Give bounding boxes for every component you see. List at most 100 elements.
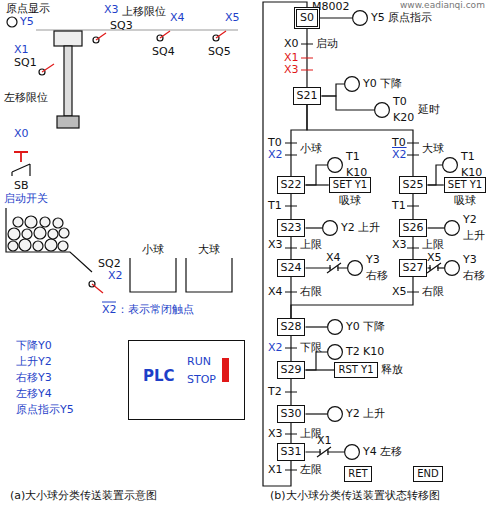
- sfc-link: [320, 17, 352, 18]
- node-text: SET Y1: [333, 179, 367, 190]
- step-box: S21: [293, 87, 322, 105]
- text-label: 右限: [422, 286, 444, 298]
- text-label: SQ5: [208, 46, 231, 58]
- node-text: 下降: [363, 320, 385, 334]
- sfc-link: [321, 96, 374, 110]
- electromagnet: [57, 116, 79, 128]
- text-label: 启动: [316, 38, 338, 50]
- text-label: T0: [392, 137, 406, 149]
- instruction-box: SET Y1吸球: [444, 177, 486, 193]
- text-label: X1: [14, 44, 29, 56]
- node-text: Y2: [463, 213, 477, 227]
- node-text: END: [417, 468, 439, 479]
- text-label: T0: [268, 137, 282, 149]
- node-text: S29: [281, 363, 302, 376]
- text-label: 下降Y0: [16, 340, 52, 352]
- sfc-link: [427, 184, 443, 185]
- start-button: [12, 152, 30, 176]
- node-text: SET Y1: [448, 179, 482, 190]
- small-ball-bin: [130, 258, 176, 292]
- step-box: S28: [277, 318, 306, 336]
- node-text: T1: [461, 150, 475, 164]
- text-label: SQ2: [98, 258, 121, 270]
- coil-circle: [344, 444, 360, 460]
- text-label: X1: [317, 435, 332, 447]
- node-text: Y5: [371, 11, 385, 25]
- action-coil: T1K10: [327, 157, 343, 173]
- node-text: 吸球: [339, 194, 361, 208]
- text-label: X4: [170, 12, 185, 24]
- sfc-link: [305, 352, 327, 370]
- text-label: X5: [427, 252, 442, 264]
- node-text: Y3: [463, 253, 477, 267]
- node-text: S30: [281, 407, 302, 420]
- sfc-link: [321, 84, 344, 96]
- node-text: Y0: [363, 77, 377, 91]
- action-coil: Y3右移: [444, 260, 460, 276]
- node-text: S23: [281, 221, 302, 234]
- node-text: S21: [297, 89, 318, 102]
- step-box: S31: [277, 443, 306, 461]
- step-box: S23: [277, 219, 306, 237]
- text-label: X2: [268, 342, 283, 354]
- action-coil: T0K20延时: [374, 102, 390, 118]
- sfc-link: [305, 326, 327, 327]
- text-label: X3: [104, 4, 119, 16]
- node-text: S26: [403, 221, 424, 234]
- node-text: RST Y1: [338, 364, 373, 375]
- action-coil: T2K10: [327, 344, 343, 360]
- text-label: 下限: [300, 342, 322, 354]
- node-text: S25: [403, 178, 424, 191]
- node-text: Y3: [366, 253, 380, 267]
- limit-switch: [213, 31, 226, 41]
- node-text: 上升: [463, 229, 485, 243]
- coil-circle: [322, 220, 338, 236]
- text-label: SQ3: [110, 20, 133, 32]
- step-box: S26: [399, 219, 428, 237]
- text-label: Y5: [20, 16, 34, 28]
- node-text: Y0: [346, 320, 360, 334]
- sfc-link: [427, 227, 444, 228]
- node-text: Y2: [346, 407, 360, 421]
- plc-box: PLCRUNSTOP: [128, 340, 245, 420]
- coil-circle: [347, 260, 363, 276]
- instruction-box: END: [413, 466, 443, 482]
- sfc-link: [290, 423, 291, 443]
- limit-switch: [39, 64, 54, 75]
- node-text: 延时: [418, 103, 440, 117]
- limit-switch: [93, 33, 106, 43]
- sfc-link: [291, 277, 413, 318]
- node-text: 吸球: [454, 194, 476, 208]
- coil-circle: [327, 344, 343, 360]
- node-text: S0: [300, 11, 314, 24]
- sfc-link: [305, 267, 347, 268]
- coil-circle: [327, 319, 343, 335]
- coil-circle: [344, 76, 360, 92]
- node-text: S22: [281, 178, 302, 191]
- node-text: 左移: [380, 445, 402, 459]
- coil-circle: [327, 157, 343, 173]
- node-text: S27: [403, 261, 424, 274]
- text-label: X0: [14, 128, 29, 140]
- action-coil: Y2上升: [444, 220, 460, 236]
- text-label: X3: [284, 64, 299, 76]
- text-label: (a)大小球分类传送装置示意图: [10, 490, 157, 502]
- text-label: X3: [392, 239, 407, 251]
- coil-circle: [374, 102, 390, 118]
- text-label: X4: [268, 286, 283, 298]
- sfc-link: [305, 184, 328, 185]
- sfc-link: [305, 165, 327, 185]
- node-text: Y4: [363, 445, 377, 459]
- coil-circle: [352, 10, 368, 26]
- text-label: 右移Y3: [16, 372, 52, 384]
- node-text: 原点指示: [388, 11, 432, 25]
- coil-circle: [444, 220, 460, 236]
- text-label: (b)大小球分类传送装置状态转移图: [270, 490, 440, 502]
- node-text: 释放: [381, 363, 403, 377]
- text-label: X3: [268, 239, 283, 251]
- sfc-link: [291, 105, 307, 176]
- node-text: 上升: [358, 221, 380, 235]
- text-label: www.eadianqi.com: [400, 0, 485, 10]
